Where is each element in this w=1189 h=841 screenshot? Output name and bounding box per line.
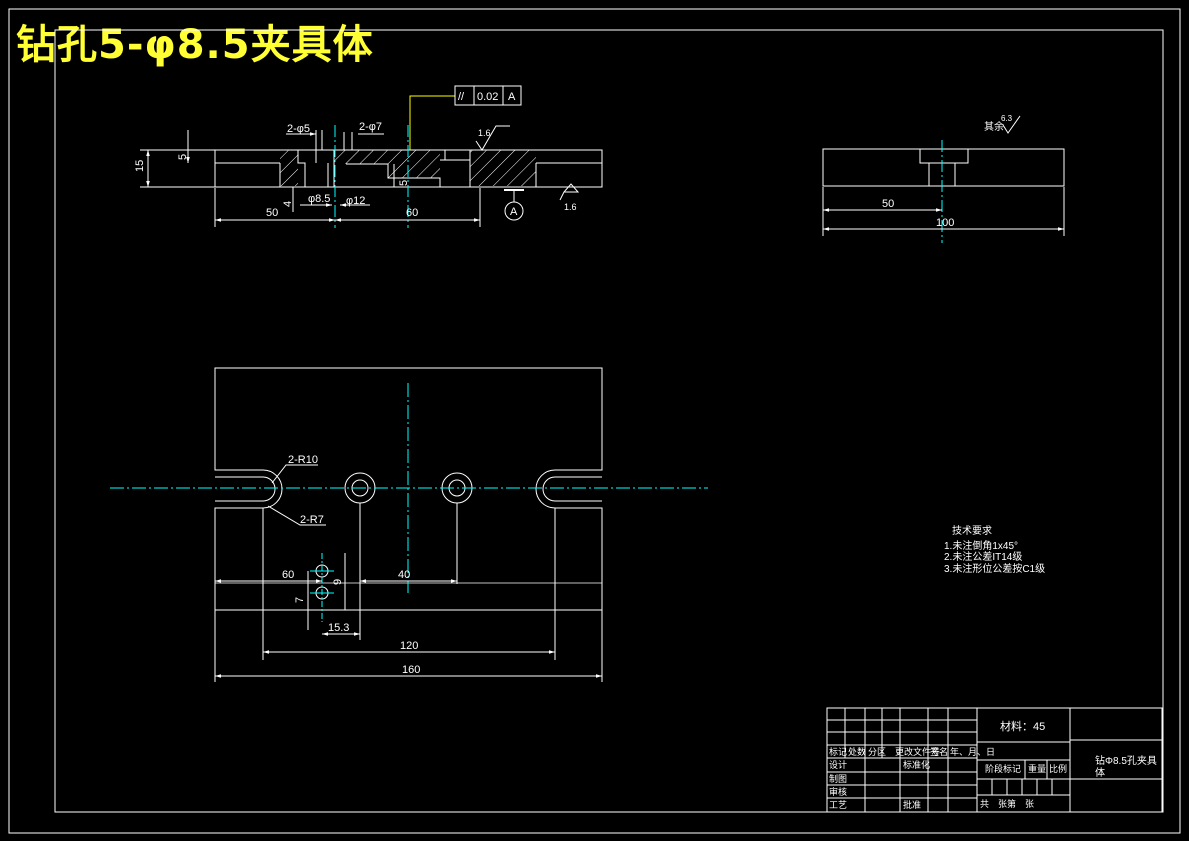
tb-drafting: 制图 [829,773,847,784]
label-roughness-top: 1.6 [478,128,491,138]
tb-review: 审核 [829,786,847,797]
tech-item-3: 3.未注形位公差按C1级 [944,562,1045,575]
tech-title: 技术要求 [952,524,992,537]
tb-zone: 分区 [868,747,886,757]
label-dim-50: 50 [266,207,278,219]
side-dim-100: 100 [936,217,954,229]
tol-datum: A [508,91,516,103]
label-dim-4: 4 [282,201,294,207]
tb-change: 更改文件号 [895,746,940,757]
front-view [140,85,603,228]
top-r10: 2-R10 [288,454,318,466]
side-roughness: 6.3 [1001,114,1013,123]
label-roughness-bottom: 1.6 [564,202,577,212]
label-dim-5: 5 [177,154,189,160]
label-2-d7: 2-φ7 [359,121,382,133]
tb-design: 设计 [829,759,847,770]
side-view-labels: 50 100 其余 6.3 [882,114,1013,229]
label-datum-a: A [510,206,518,218]
side-remark: 其余 [984,120,1004,133]
tech-requirements: 技术要求 1.未注倒角1x45° 2.未注公差IT14级 3.未注形位公差按C1… [944,524,1045,575]
tb-part-name-2: 体 [1095,767,1105,779]
tb-material: 材料：45 [1000,719,1045,733]
tb-count: 处数 [848,746,866,757]
tb-approve: 批准 [903,799,921,810]
top-dim-153: 15.3 [328,622,349,634]
top-view [110,367,708,682]
tb-scale: 比例 [1049,763,1067,774]
tech-item-2: 2.未注公差IT14级 [944,550,1022,563]
front-view-labels: 2-φ5 2-φ7 1.6 1.6 15 5 5 4 φ8.5 φ12 50 6… [134,91,577,219]
label-dim-15: 15 [134,160,146,172]
tb-stage: 阶段标记 [985,763,1021,774]
top-dim-9: 9 [332,579,344,585]
label-2-d5: 2-φ5 [287,123,310,135]
label-dim-d85: φ8.5 [308,193,330,205]
tech-item-1: 1.未注倒角1x45° [944,539,1018,552]
border-frame [8,8,1181,834]
title-block-text: 材料：45 钻Φ8.5孔夹具 体 标记 处数 分区 更改文件号 签名 年、月、日… [829,719,1157,810]
top-r7: 2-R7 [300,514,324,526]
top-dim-160: 160 [402,664,420,676]
side-dim-50: 50 [882,198,894,210]
tol-symbol: // [458,91,465,103]
top-dim-40: 40 [398,569,410,581]
tb-process: 工艺 [829,800,847,810]
label-dim-60: 60 [406,207,418,219]
top-view-labels: 2-R10 2-R7 60 9 7 40 15.3 120 160 [282,454,420,676]
tb-sign: 签名 [930,746,948,757]
tb-weight: 重量 [1028,763,1046,774]
title-block [826,707,1163,813]
tb-mark: 标记 [829,746,847,757]
top-dim-60: 60 [282,569,294,581]
top-dim-7: 7 [294,597,306,603]
tb-part-name-1: 钻Φ8.5孔夹具 [1095,754,1157,767]
tb-sheets: 共 张第 张 [980,798,1034,809]
tb-standard: 标准化 [903,759,930,770]
tb-date: 年、月、日 [950,746,995,757]
tol-value: 0.02 [477,91,498,103]
label-dim-d12: φ12 [346,195,365,207]
top-dim-120: 120 [400,640,418,652]
label-dim-5b: 5 [398,180,410,186]
side-view [822,115,1065,243]
